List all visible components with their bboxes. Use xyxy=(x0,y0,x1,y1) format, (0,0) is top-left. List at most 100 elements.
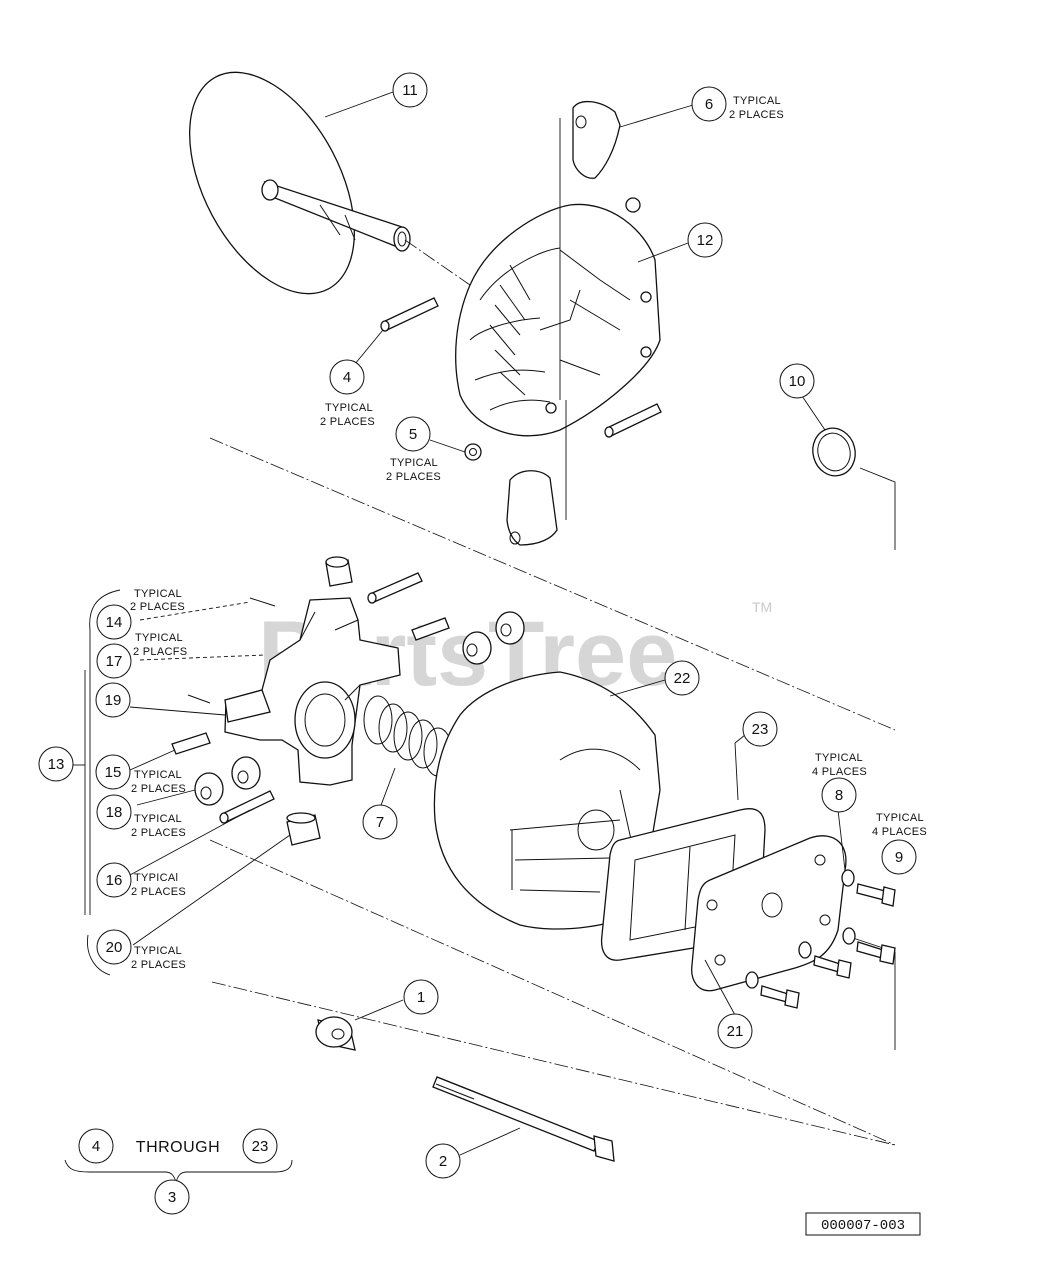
range-through-label: THROUGH xyxy=(136,1139,220,1156)
svg-text:23: 23 xyxy=(252,1138,269,1155)
reference-code: 000007-003 xyxy=(821,1218,905,1234)
svg-text:8: 8 xyxy=(835,787,843,804)
part-spacer-top xyxy=(325,556,353,587)
svg-text:20: 20 xyxy=(106,939,123,956)
svg-text:4: 4 xyxy=(92,1138,100,1155)
part-ring xyxy=(812,427,856,477)
part-roller-pair xyxy=(462,611,525,665)
callout-8: 8 xyxy=(821,777,857,813)
svg-text:TYPICAL: TYPICAL xyxy=(325,402,373,414)
callout-23: 23 xyxy=(742,711,778,747)
part-spider-arm xyxy=(224,597,401,786)
callout-4-range: 4 xyxy=(78,1128,114,1164)
callout-10: 10 xyxy=(779,363,815,399)
svg-text:2: 2 xyxy=(439,1153,447,1170)
note-8: TYPICAL 4 PLACES xyxy=(812,752,867,778)
svg-text:TYPICAL: TYPICAL xyxy=(733,95,781,107)
center-line-bolt xyxy=(211,981,896,1146)
svg-text:6: 6 xyxy=(705,96,713,113)
part-dowel xyxy=(411,617,450,641)
callout-6: 6 xyxy=(691,86,727,122)
part-nut xyxy=(464,443,482,461)
note-14: TYPICAL 2 PLACES xyxy=(130,588,185,613)
note-5: TYPICAL 2 PLACES xyxy=(386,457,441,483)
svg-text:TYPICAl: TYPICAl xyxy=(134,872,178,884)
svg-text:TYPICAL: TYPICAL xyxy=(135,632,183,644)
svg-text:11: 11 xyxy=(402,82,418,99)
svg-text:TYPICAL: TYPICAL xyxy=(134,588,182,600)
svg-text:7: 7 xyxy=(376,814,384,831)
callout-12: 12 xyxy=(687,222,723,258)
leader-lines xyxy=(129,91,846,1156)
callout-5: 5 xyxy=(395,416,431,452)
callout-23-range: 23 xyxy=(242,1128,278,1164)
note-15: TYPICAL 2 PLACES xyxy=(131,769,186,795)
part-bolt-top xyxy=(367,572,423,604)
svg-text:15: 15 xyxy=(105,764,122,781)
svg-text:9: 9 xyxy=(895,849,903,866)
svg-text:21: 21 xyxy=(727,1023,744,1040)
svg-text:TYPICAL: TYPICAL xyxy=(815,752,863,764)
svg-text:TYPICAL: TYPICAL xyxy=(134,769,182,781)
note-9: TYPICAL 4 PLACES xyxy=(872,812,927,838)
part-pin-upper xyxy=(380,297,439,332)
part-pin-14 xyxy=(249,597,276,607)
part-pin-19 xyxy=(187,694,211,704)
note-20: TYPICAL 2 PLACES xyxy=(131,945,186,971)
part-long-bolt xyxy=(432,1076,615,1162)
svg-text:4: 4 xyxy=(343,369,351,386)
svg-text:2 PLACES: 2 PLACES xyxy=(386,471,441,483)
svg-text:14: 14 xyxy=(106,614,123,631)
watermark-trademark: TM xyxy=(752,599,772,615)
callout-18: 18 xyxy=(96,794,132,830)
svg-text:2 PLACES: 2 PLACES xyxy=(131,783,186,795)
callout-9: 9 xyxy=(881,839,917,875)
svg-text:4 PLACES: 4 PLACES xyxy=(812,766,867,778)
callout-2: 2 xyxy=(425,1143,461,1179)
svg-text:2 PLACES: 2 PLACES xyxy=(131,959,186,971)
svg-text:10: 10 xyxy=(789,373,806,390)
svg-text:1: 1 xyxy=(417,989,425,1006)
note-18: TYPICAL 2 PLACES xyxy=(131,813,186,839)
svg-text:5: 5 xyxy=(409,426,417,443)
svg-text:12: 12 xyxy=(697,232,714,249)
callout-13: 13 xyxy=(38,746,74,782)
svg-text:23: 23 xyxy=(752,721,769,738)
callout-4: 4 xyxy=(329,359,365,395)
part-pin-lower xyxy=(604,403,662,438)
svg-text:2 PLACES: 2 PLACES xyxy=(131,886,186,898)
svg-text:2 PLACES: 2 PLACES xyxy=(320,416,375,428)
svg-text:TYPICAL: TYPICAL xyxy=(876,812,924,824)
callout-11: 11 xyxy=(392,72,428,108)
callout-1: 1 xyxy=(403,979,439,1015)
svg-text:19: 19 xyxy=(105,692,122,709)
part-bushing xyxy=(315,1016,356,1051)
svg-text:13: 13 xyxy=(48,756,65,773)
callout-19: 19 xyxy=(95,682,131,718)
part-washers xyxy=(745,869,856,989)
callout-17: 17 xyxy=(96,643,132,679)
part-fixed-sheave xyxy=(189,71,471,295)
note-17: TYPICAL 2 PLACFS xyxy=(133,632,187,658)
callout-15: 15 xyxy=(95,754,131,790)
assembly-bracket-13 xyxy=(72,589,121,976)
part-movable-sheave xyxy=(455,197,661,437)
callout-7: 7 xyxy=(362,804,398,840)
note-6: TYPICAL 2 PLACES xyxy=(729,95,784,121)
callout-16: 16 xyxy=(96,862,132,898)
svg-text:2 PLACES: 2 PLACES xyxy=(130,601,185,613)
part-spacer-20 xyxy=(286,812,321,846)
callout-20: 20 xyxy=(96,929,132,965)
svg-text:TYPICAL: TYPICAL xyxy=(390,457,438,469)
svg-text:2 PLACFS: 2 PLACFS xyxy=(133,646,187,658)
center-line-upper xyxy=(209,437,896,731)
part-bolt-16 xyxy=(219,790,275,824)
svg-text:TYPICAL: TYPICAL xyxy=(134,813,182,825)
svg-text:3: 3 xyxy=(168,1189,176,1206)
svg-text:22: 22 xyxy=(674,670,691,687)
part-bolts xyxy=(760,883,896,1009)
note-4: TYPICAL 2 PLACES xyxy=(320,402,375,428)
svg-text:2 PLACES: 2 PLACES xyxy=(729,109,784,121)
callout-22: 22 xyxy=(664,660,700,696)
